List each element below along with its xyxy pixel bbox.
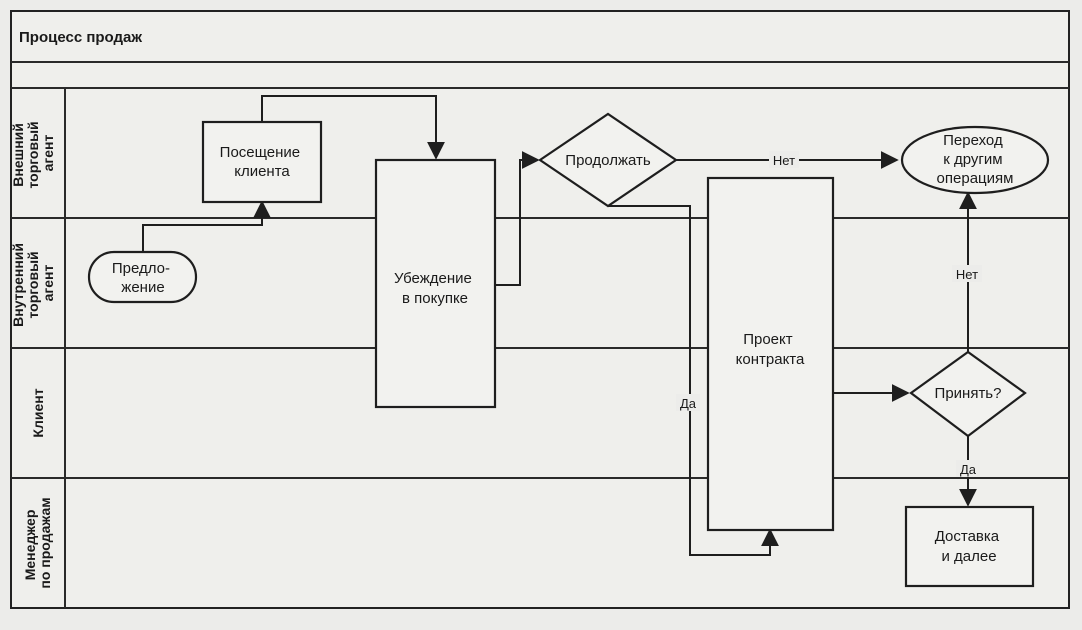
node-other-operations: [900, 125, 1050, 195]
arrow-persuade-to-continue: [495, 151, 540, 286]
node-client-visit-label: Посещение клиента: [220, 144, 305, 180]
edge-label-bg: [952, 265, 982, 282]
node-contract-draft: [706, 176, 835, 532]
lane-sales-manager: Менеджер по продажам: [22, 497, 53, 588]
edge-label-continue-no: Нет: [773, 153, 795, 168]
edge-label-bg: [769, 151, 799, 168]
node-offer: [87, 250, 198, 304]
edge-label-accept-no: Нет: [956, 267, 978, 282]
node-client-visit: [201, 120, 323, 204]
edge-label-accept-yes: Да: [960, 462, 977, 477]
edge-label-bg: [956, 460, 980, 477]
lane-internal-agent: Внутренний торговый агент: [10, 239, 56, 327]
lane-external-agent: Внешний торговый агент: [10, 117, 56, 188]
edge-label-continue-yes: Да: [680, 396, 697, 411]
node-accept-label: Принять?: [935, 385, 1002, 402]
node-delivery: [904, 505, 1035, 588]
arrow-continue-yes: [608, 205, 779, 556]
node-delivery-label: Доставка и далее: [935, 528, 1004, 565]
edge-label-bg: [676, 394, 700, 411]
node-continue-decision: [538, 112, 678, 208]
node-other-operations-label: Переход к другим операциям: [937, 132, 1014, 187]
arrow-visit-to-persuade: [261, 95, 445, 160]
diagram-title: Процесс продаж: [19, 29, 142, 46]
node-contract-draft-label: Проект контракта: [736, 331, 805, 368]
node-continue-label: Продолжать: [565, 152, 651, 169]
diagram-frame: [10, 10, 1070, 609]
node-offer-label: Предло- жение: [112, 260, 174, 296]
arrow-offer-to-visit: [142, 200, 271, 252]
node-persuade-label: Убеждение в покупке: [394, 270, 476, 307]
node-accept-decision: [909, 350, 1027, 438]
node-persuade: [374, 158, 497, 409]
lane-client: Клиент: [30, 388, 46, 437]
